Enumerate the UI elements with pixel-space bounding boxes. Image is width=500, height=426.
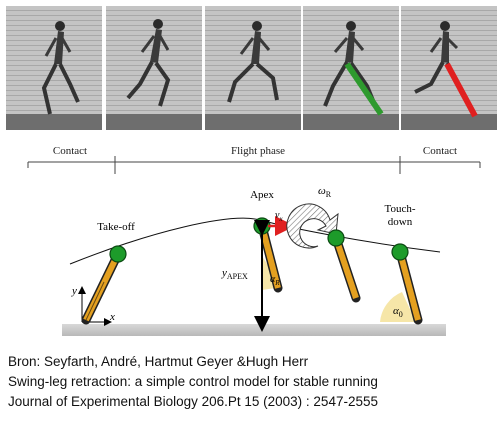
ground <box>62 324 446 336</box>
intermediate-leg <box>327 229 361 303</box>
takeoff-label: Take-off <box>97 221 135 233</box>
photo-frame-2 <box>106 6 202 130</box>
caption-journal: Journal of Experimental Biology 206.Pt 1… <box>8 394 378 409</box>
photo-frame-3 <box>205 6 301 130</box>
rotation-arrow <box>286 203 339 249</box>
touchdown-label-line2: down <box>388 216 413 228</box>
red-leg-marker <box>444 62 478 118</box>
swing-leg-diagram: Contact Flight phase Contact y x Take-of… <box>27 145 481 336</box>
citation-caption: Bron: Seyfarth, André, Hartmut Geyer &Hu… <box>8 352 498 412</box>
green-leg-marker <box>344 62 384 116</box>
axis-x-label: x <box>109 311 115 323</box>
alpha-0-label: α0 <box>393 305 403 319</box>
omega-label: ωR <box>318 185 332 199</box>
intermediate-mass <box>327 229 345 247</box>
alpha-r-label: αR <box>270 274 280 287</box>
caption-authors: Bron: Seyfarth, André, Hartmut Geyer &Hu… <box>8 354 309 369</box>
axis-y-label: y <box>71 285 77 297</box>
photo-frame-4 <box>303 6 399 130</box>
takeoff-mass <box>109 245 127 263</box>
photo-frame-5 <box>401 6 497 130</box>
phase-brackets <box>27 156 481 174</box>
touchdown-mass <box>391 243 409 261</box>
vx-label: vx <box>275 210 283 223</box>
touchdown-leg <box>380 243 423 325</box>
touchdown-label-line1: Touch- <box>385 203 416 215</box>
takeoff-leg <box>81 245 127 325</box>
running-photo-sequence <box>0 0 500 140</box>
caption-title: Swing-leg retraction: a simple control m… <box>8 374 378 389</box>
phase-label-contact-right: Contact <box>423 145 457 157</box>
apex-label: Apex <box>250 189 274 201</box>
phase-label-flight: Flight phase <box>231 145 285 157</box>
photo-frame-1 <box>6 6 102 130</box>
y-apex-label: yAPEX <box>221 267 248 281</box>
phase-label-contact-left: Contact <box>53 145 87 157</box>
